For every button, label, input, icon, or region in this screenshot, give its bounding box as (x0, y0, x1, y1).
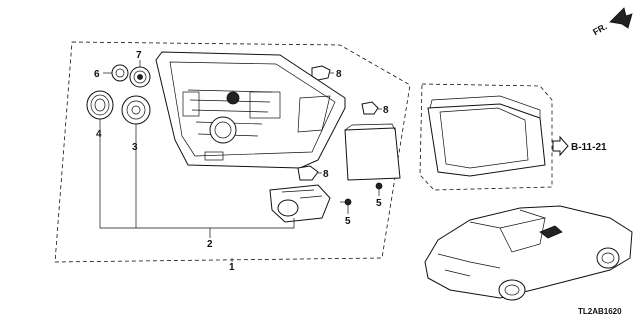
diagram-code: TL2AB1620 (578, 307, 622, 316)
callout-2: 2 (207, 239, 213, 250)
center-panel (155, 51, 346, 169)
reference-label: B-11-21 (571, 142, 607, 153)
switch-assembly (269, 184, 331, 223)
knob-part-3 (121, 95, 151, 125)
front-direction-arrow (609, 7, 633, 29)
callout-5-lower: 5 (345, 216, 351, 227)
ring-part-6 (111, 64, 129, 82)
ring-part-7 (129, 66, 151, 88)
callout-6: 6 (94, 69, 100, 80)
direction-label: FR. (591, 21, 609, 37)
bracket-box (344, 123, 401, 181)
display-unit (427, 95, 546, 177)
callout-5-right: 5 (376, 198, 382, 209)
knob-part-4 (86, 90, 114, 120)
clip-part-8-lower (297, 165, 319, 181)
callout-1: 1 (229, 262, 235, 273)
callout-4: 4 (96, 129, 102, 140)
callout-3: 3 (132, 142, 138, 153)
clip-part-8-middle (361, 101, 379, 115)
screw-part-5-right (375, 182, 383, 190)
callout-8-top: 8 (336, 69, 342, 80)
reference-arrow (552, 135, 569, 157)
callout-7: 7 (136, 50, 142, 61)
callout-8-lower: 8 (323, 169, 329, 180)
callout-8-middle: 8 (383, 105, 389, 116)
clip-part-8-top (311, 65, 331, 81)
screw-part-5-lower (340, 198, 352, 206)
vehicle-illustration (424, 205, 633, 301)
leader-lines (99, 60, 382, 262)
